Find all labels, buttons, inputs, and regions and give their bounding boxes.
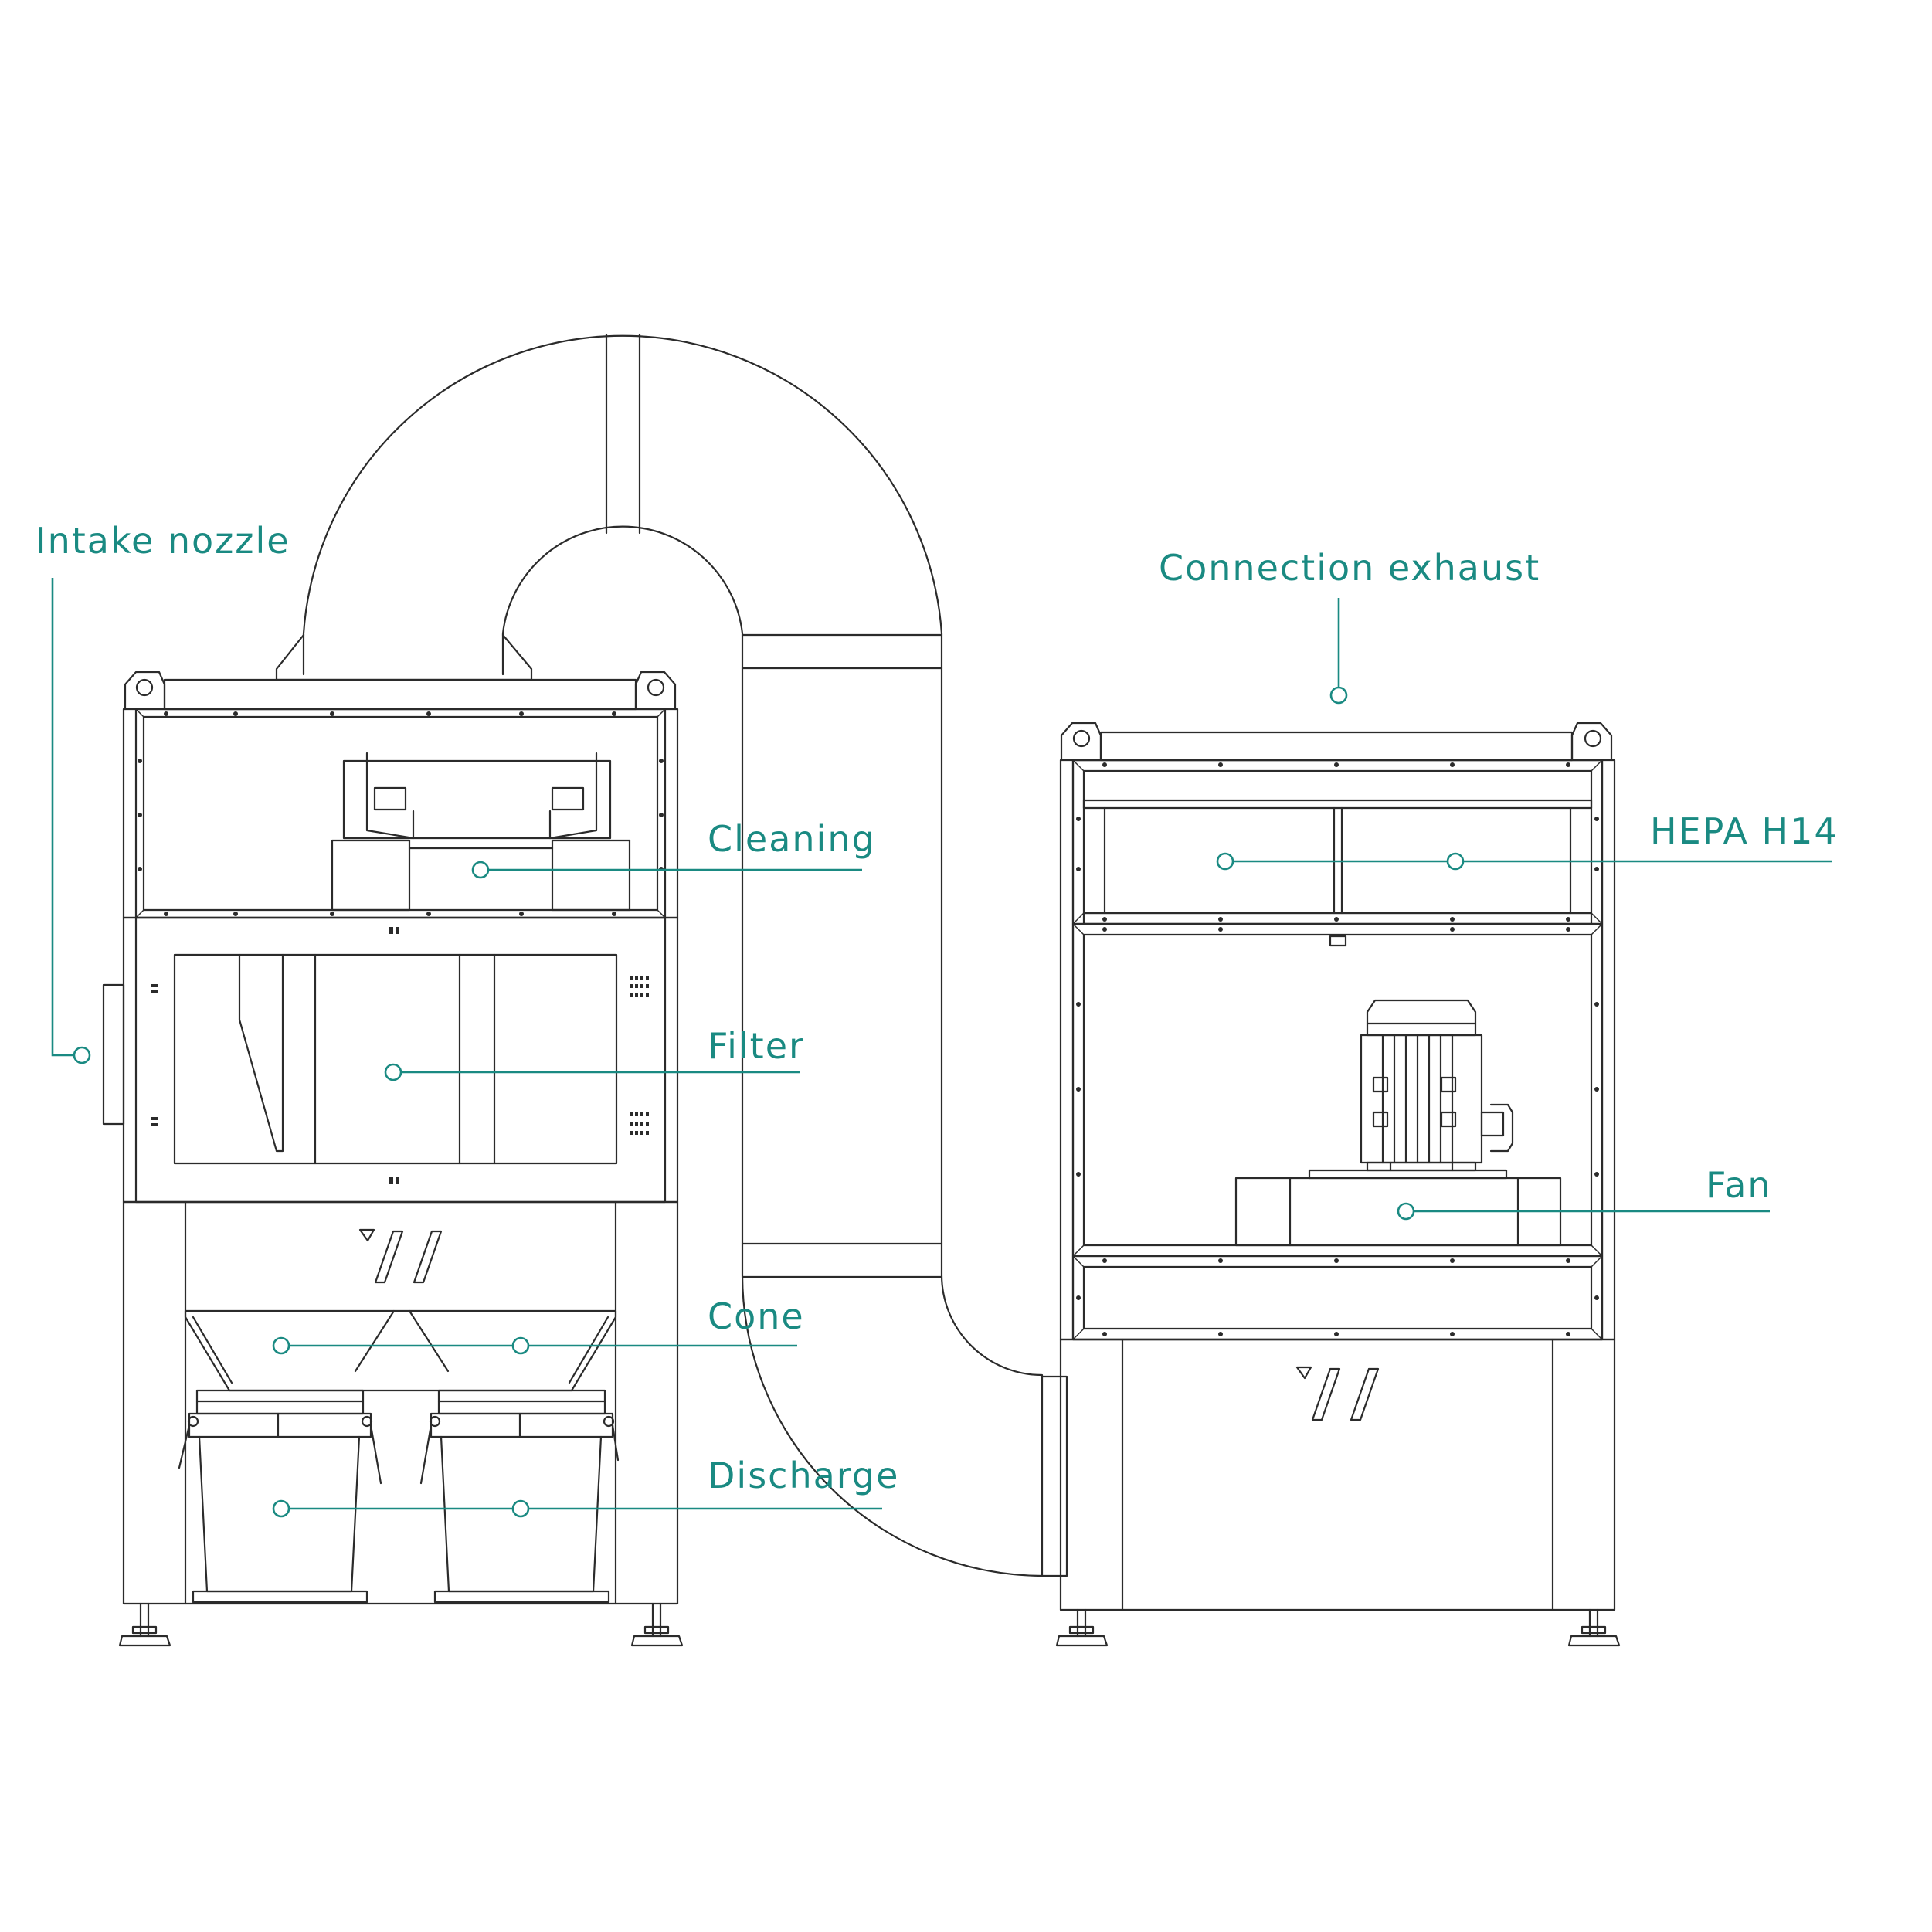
callout-hepa: HEPA H14 [1216,810,1839,871]
callout-intake-nozzle: Intake nozzle [36,520,290,1064]
lifting-lug-left [124,671,166,711]
label-intake-nozzle: Intake nozzle [36,520,290,562]
label-cone: Cone [708,1295,805,1337]
cone-hopper [184,1309,617,1392]
fan-unit [1055,722,1621,1647]
lifting-lug-right [1570,722,1613,762]
label-filter: Filter [708,1025,805,1067]
callout-fan: Fan [1397,1164,1772,1221]
lifting-lug-left [1060,722,1102,762]
callout-discharge: Discharge [272,1455,899,1518]
label-hepa: HEPA H14 [1650,810,1839,852]
bolts-fan-unit [1076,762,1599,1336]
intake-nozzle [102,983,125,1126]
lifting-lug-right [634,671,677,711]
connecting-duct [275,333,1068,1577]
latches-filter [151,927,649,1184]
label-fan: Fan [1706,1164,1772,1206]
discharge-bin-left [178,1389,382,1604]
callout-filter: Filter [384,1025,805,1081]
label-connection-exhaust: Connection exhaust [1159,547,1540,589]
callout-cleaning: Cleaning [471,818,876,879]
filter-unit [102,671,684,1647]
logo-mark-left [358,1228,443,1284]
discharge-bin-right [419,1389,620,1604]
logo-mark-right [1295,1366,1380,1421]
callout-cone: Cone [272,1295,805,1355]
cleaning-manifold [342,759,612,840]
callout-connection-exhaust: Connection exhaust [1159,547,1540,705]
fan-motor [1360,999,1514,1172]
feet-left [118,1602,684,1647]
label-cleaning: Cleaning [708,818,876,860]
feet-right [1055,1608,1621,1647]
label-discharge: Discharge [708,1455,899,1496]
bolts-cleaning [138,711,664,916]
filter-cartridge [173,953,618,1165]
